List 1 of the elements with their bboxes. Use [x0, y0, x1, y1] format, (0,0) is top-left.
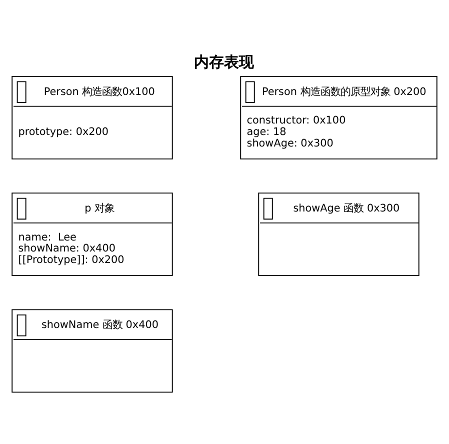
diagram-title: 内存表现: [194, 52, 254, 71]
